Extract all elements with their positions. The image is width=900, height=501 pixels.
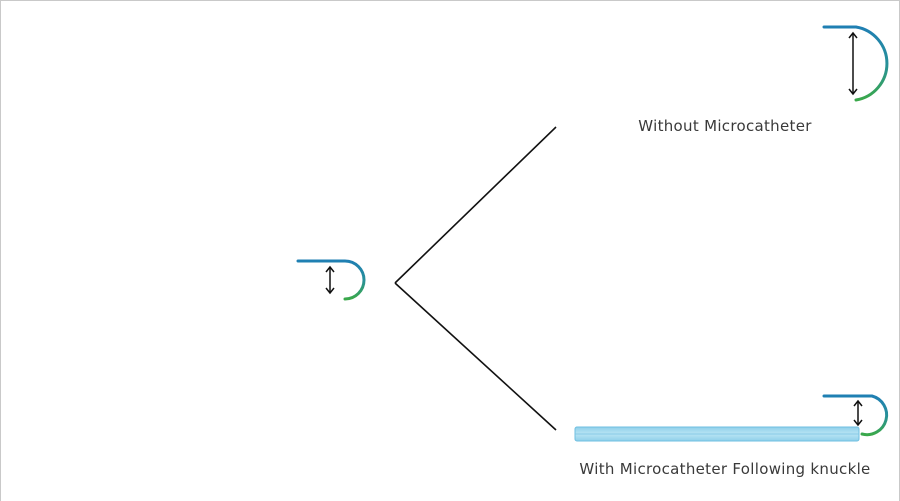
wire-bottom-knuckle (822, 394, 889, 437)
small-knuckle-height-arrow (853, 399, 863, 427)
branch-lines (394, 126, 557, 431)
label-without-microcatheter: Without Microcatheter (638, 117, 812, 135)
initial-wire-knuckle (296, 259, 366, 301)
initial-knuckle-height-arrow (325, 265, 335, 295)
wire-with-microcatheter (566, 394, 889, 442)
wire-top-knuckle (822, 25, 889, 102)
initial-wire (40, 259, 366, 301)
branch-line-lower (394, 282, 557, 431)
large-knuckle-height-arrow (848, 31, 858, 96)
label-with-microcatheter: With Microcatheter Following knuckle (579, 460, 871, 478)
branch-line-upper (394, 126, 557, 284)
wire-without-microcatheter (566, 25, 889, 102)
